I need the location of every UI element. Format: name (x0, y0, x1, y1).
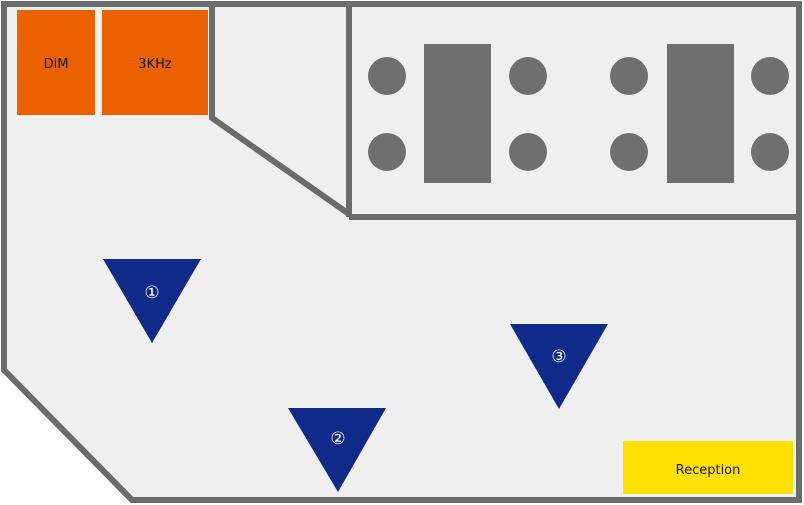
equipment-dim: DiM (17, 10, 95, 115)
chair (751, 133, 789, 171)
reception-desk: Reception (623, 441, 793, 494)
chair (751, 57, 789, 95)
chair (610, 57, 648, 95)
equipment-3khz-label: 3KHz (138, 57, 172, 72)
chair (610, 133, 648, 171)
position-marker-3: ③ (510, 324, 608, 409)
meeting-table (667, 44, 734, 183)
chair (368, 133, 406, 171)
reception-label: Reception (676, 463, 741, 478)
equipment-dim-label: DiM (44, 57, 69, 72)
meeting-table (424, 44, 491, 183)
chair (509, 57, 547, 95)
chair (509, 133, 547, 171)
interior-wall-diagonal (209, 4, 351, 217)
position-marker-2: ② (288, 408, 386, 492)
meeting-table-group-right (610, 44, 789, 183)
position-marker-2-label: ② (330, 429, 345, 449)
chair (368, 57, 406, 95)
meeting-table-group-left (368, 44, 547, 183)
position-marker-1: ① (103, 259, 201, 343)
position-marker-1-label: ① (144, 283, 159, 303)
position-marker-3-label: ③ (551, 347, 566, 367)
equipment-3khz: 3KHz (102, 10, 208, 115)
